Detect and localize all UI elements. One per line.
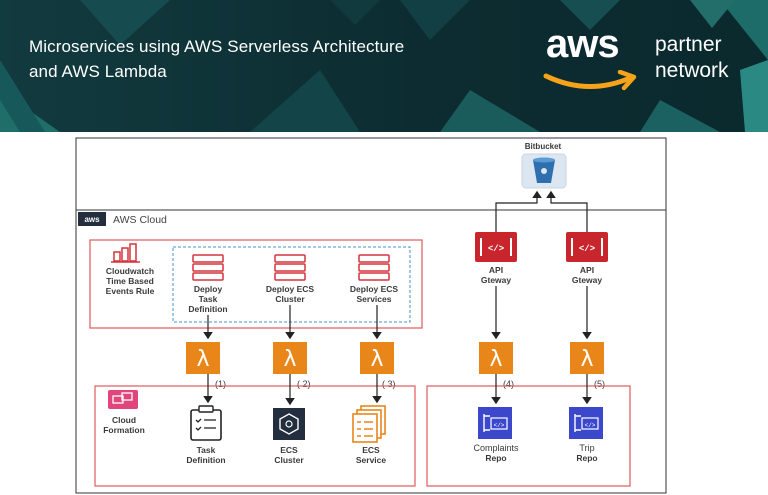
output-3-label-line-1: ECS <box>362 445 380 455</box>
svg-text:λ: λ <box>370 347 383 372</box>
svg-text:</>: </> <box>488 244 504 254</box>
ecs-service-icon <box>352 405 386 443</box>
deploy-task-definition-icon <box>192 254 224 281</box>
deploy-step-1-label-line-1: Deploy <box>194 284 223 294</box>
aws-cloud-badge-text: aws <box>84 215 100 224</box>
task-definition-icon <box>190 405 222 441</box>
api-gateway-2-label-line-1: API <box>580 265 594 275</box>
repo-1-label-line-2: Repo <box>485 453 506 463</box>
connectors <box>203 190 592 406</box>
deploy-ecs-services-icon <box>358 254 390 281</box>
deploy-step-1-label-line-2: Task <box>199 294 218 304</box>
scheduled-deploy-group <box>89 239 423 329</box>
complaints-repo-icon: </> <box>478 407 512 439</box>
output-2-label-line-1: ECS <box>280 445 298 455</box>
api-gateway-1-icon: </> <box>475 232 517 262</box>
aws-logo-text: aws <box>546 22 620 66</box>
deploy-step-3-label-line-2: Services <box>357 294 392 304</box>
aws-cloud-badge-icon <box>78 212 106 226</box>
header-banner: Microservices using AWS Serverless Archi… <box>0 0 768 132</box>
partner-network-label-line-1: partner <box>655 33 722 56</box>
api-gateway-1-label-line-1: API <box>489 265 503 275</box>
output-1-label-line-2: Definition <box>186 455 225 465</box>
lambda-2-icon: λ <box>273 342 307 374</box>
api-gateway-2-label-line-2: Gteway <box>572 275 603 285</box>
step-label-5: (5) <box>594 379 605 389</box>
lambda-5-icon: λ <box>570 342 604 374</box>
banner-background <box>0 0 768 132</box>
step-label-4: (4) <box>503 379 514 389</box>
repo-1-label-line-1: Complaints <box>473 443 519 453</box>
svg-text:λ: λ <box>489 347 502 372</box>
cloudwatch-label-line-1: Cloudwatch <box>106 266 154 276</box>
cloudwatch-label-line-3: Events Rule <box>106 286 155 296</box>
svg-text:</>: </> <box>494 422 505 429</box>
cloudformation-label-line-1: Cloud <box>112 415 136 425</box>
cloudwatch-events-icon <box>111 243 140 263</box>
arrow-api1-to-bitbucket <box>495 190 542 232</box>
ecs-cluster-icon <box>273 408 305 440</box>
deploy-step-3-label-line-1: Deploy ECS <box>350 284 399 294</box>
output-2-label-line-2: Cluster <box>274 455 304 465</box>
svg-text:λ: λ <box>580 347 593 372</box>
lambda-1-icon: λ <box>186 342 220 374</box>
aws-cloud-label: AWS Cloud <box>113 214 167 226</box>
step-label-1: (1) <box>215 379 226 389</box>
bitbucket-bucket-icon <box>521 153 567 189</box>
bitbucket-label: Bitbucket <box>525 142 562 151</box>
cloudformation-label-line-2: Formation <box>103 425 145 435</box>
repo-2-label-line-1: Trip <box>579 443 594 453</box>
lambda-3-icon: λ <box>360 342 394 374</box>
aws-cloud-boundary <box>75 209 667 494</box>
deploy-step-1-label-line-3: Definition <box>188 304 227 314</box>
output-1-label-line-1: Task <box>197 445 216 455</box>
arrow-api2-to-bitbucket <box>546 190 588 232</box>
step-label-3: ( 3) <box>382 379 396 389</box>
svg-text:λ: λ <box>283 347 296 372</box>
trip-repo-icon: </> <box>569 407 603 439</box>
deploy-step-2-label-line-2: Cluster <box>275 294 305 304</box>
svg-text:λ: λ <box>196 347 209 372</box>
deploy-ecs-cluster-icon <box>274 254 306 281</box>
api-gateway-2-icon: </> <box>566 232 608 262</box>
partner-network-label-line-2: network <box>655 59 729 82</box>
cloudformation-icon <box>108 390 138 409</box>
svg-text:</>: </> <box>579 244 595 254</box>
architecture-diagram: aws AWS Cloud Bitbucket Cloudwatch Time … <box>75 137 667 494</box>
deploy-step-2-label-line-1: Deploy ECS <box>266 284 315 294</box>
svg-text:</>: </> <box>585 422 596 429</box>
aws-smile-icon <box>543 70 637 91</box>
banner-title-line-1: Microservices using AWS Serverless Archi… <box>29 37 405 56</box>
deploy-steps-dashed-group <box>172 246 411 323</box>
step-label-2: ( 2) <box>297 379 311 389</box>
api-gateway-1-label-line-2: Gteway <box>481 275 512 285</box>
cloudwatch-label-line-2: Time Based <box>106 276 154 286</box>
output-3-label-line-2: Service <box>356 455 387 465</box>
repo-2-label-line-2: Repo <box>576 453 597 463</box>
lambda-4-icon: λ <box>479 342 513 374</box>
repos-group <box>426 385 631 487</box>
banner-title-line-2: and AWS Lambda <box>29 62 167 81</box>
cloudformation-group <box>94 385 416 487</box>
